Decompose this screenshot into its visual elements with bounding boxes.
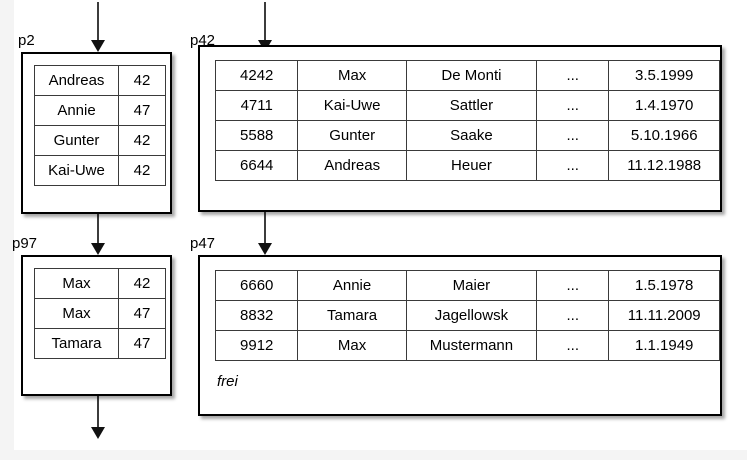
cell-lastname: Sattler: [405, 90, 538, 121]
cell-value: 47: [118, 95, 166, 126]
cell-date: 1.1.1949: [608, 330, 720, 361]
cell-key: Tamara: [34, 328, 119, 359]
cell-id: 6644: [214, 150, 299, 181]
cell-more: ...: [536, 120, 610, 151]
cell-id: 6660: [214, 270, 299, 301]
cell-id: 5588: [214, 120, 299, 151]
table-row[interactable]: 5588 Gunter Saake ... 5.10.1966: [214, 120, 720, 151]
table-row[interactable]: 6644 Andreas Heuer ... 11.12.1988: [214, 150, 720, 181]
cell-key: Max: [34, 268, 119, 299]
cell-lastname: Heuer: [405, 150, 538, 181]
cell-date: 11.11.2009: [608, 300, 720, 331]
index-table-p97: Max 42 Max 47 Tamara 47: [34, 268, 166, 359]
cell-firstname: Tamara: [297, 300, 407, 331]
cell-id: 9912: [214, 330, 299, 361]
cell-key: Annie: [34, 95, 119, 126]
page-box-p97[interactable]: Max 42 Max 47 Tamara 47: [21, 255, 172, 396]
cell-more: ...: [536, 300, 610, 331]
background-band-left: [0, 0, 14, 460]
cell-firstname: Max: [297, 60, 407, 91]
cell-more: ...: [536, 270, 610, 301]
page-box-p42[interactable]: 4242 Max De Monti ... 3.5.1999 4711 Kai-…: [198, 45, 722, 212]
cell-more: ...: [536, 90, 610, 121]
cell-date: 5.10.1966: [608, 120, 720, 151]
arrow-p42-to-p47-head: [258, 243, 272, 255]
table-row[interactable]: Kai-Uwe 42: [34, 155, 166, 186]
cell-value: 42: [118, 65, 166, 96]
cell-lastname: De Monti: [405, 60, 538, 91]
cell-lastname: Mustermann: [405, 330, 538, 361]
cell-more: ...: [536, 330, 610, 361]
cell-value: 47: [118, 328, 166, 359]
table-row[interactable]: 8832 Tamara Jagellowsk ... 11.11.2009: [214, 300, 720, 331]
table-row[interactable]: 4711 Kai-Uwe Sattler ... 1.4.1970: [214, 90, 720, 121]
table-row[interactable]: Gunter 42: [34, 125, 166, 156]
table-row[interactable]: 6660 Annie Maier ... 1.5.1978: [214, 270, 720, 301]
cell-firstname: Kai-Uwe: [297, 90, 407, 121]
table-row[interactable]: Annie 47: [34, 95, 166, 126]
cell-more: ...: [536, 60, 610, 91]
cell-value: 42: [118, 268, 166, 299]
table-row[interactable]: Max 42: [34, 268, 166, 299]
cell-id: 4242: [214, 60, 299, 91]
page-label-p2: p2: [18, 32, 35, 49]
cell-key: Andreas: [34, 65, 119, 96]
page-label-p97: p97: [12, 235, 38, 252]
cell-firstname: Max: [297, 330, 407, 361]
cell-id: 4711: [214, 90, 299, 121]
cell-value: 42: [118, 155, 166, 186]
arrow-out-of-p97-shaft: [97, 396, 99, 429]
cell-value: 42: [118, 125, 166, 156]
data-table-p47: 6660 Annie Maier ... 1.5.1978 8832 Tamar…: [214, 270, 720, 361]
table-row[interactable]: 9912 Max Mustermann ... 1.1.1949: [214, 330, 720, 361]
arrow-into-p42-shaft: [264, 2, 266, 42]
cell-lastname: Jagellowsk: [405, 300, 538, 331]
cell-lastname: Saake: [405, 120, 538, 151]
cell-firstname: Andreas: [297, 150, 407, 181]
table-row[interactable]: Tamara 47: [34, 328, 166, 359]
arrow-p2-to-p97-head: [91, 243, 105, 255]
arrow-out-of-p97-head: [91, 427, 105, 439]
table-row[interactable]: 4242 Max De Monti ... 3.5.1999: [214, 60, 720, 91]
page-box-p47[interactable]: 6660 Annie Maier ... 1.5.1978 8832 Tamar…: [198, 255, 722, 416]
cell-value: 47: [118, 298, 166, 329]
cell-date: 1.5.1978: [608, 270, 720, 301]
page-box-p2[interactable]: Andreas 42 Annie 47 Gunter 42 Kai-Uwe 42: [21, 52, 172, 214]
cell-key: Gunter: [34, 125, 119, 156]
arrow-into-p2-shaft: [97, 2, 99, 42]
arrow-p2-to-p97-shaft: [97, 214, 99, 245]
cell-key: Kai-Uwe: [34, 155, 119, 186]
cell-more: ...: [536, 150, 610, 181]
cell-firstname: Annie: [297, 270, 407, 301]
cell-firstname: Gunter: [297, 120, 407, 151]
table-row[interactable]: Max 47: [34, 298, 166, 329]
arrow-into-p2-head: [91, 40, 105, 52]
cell-lastname: Maier: [405, 270, 538, 301]
index-table-p2: Andreas 42 Annie 47 Gunter 42 Kai-Uwe 42: [34, 65, 166, 186]
page-label-p47: p47: [190, 235, 216, 252]
cell-date: 1.4.1970: [608, 90, 720, 121]
cell-date: 11.12.1988: [608, 150, 720, 181]
page-label-p42: p42: [190, 32, 216, 49]
cell-key: Max: [34, 298, 119, 329]
table-row[interactable]: Andreas 42: [34, 65, 166, 96]
cell-id: 8832: [214, 300, 299, 331]
free-space-label: frei: [217, 373, 238, 390]
arrow-p42-to-p47-shaft: [264, 212, 266, 245]
cell-date: 3.5.1999: [608, 60, 720, 91]
background-band-bottom: [0, 450, 747, 460]
data-table-p42: 4242 Max De Monti ... 3.5.1999 4711 Kai-…: [214, 60, 720, 181]
